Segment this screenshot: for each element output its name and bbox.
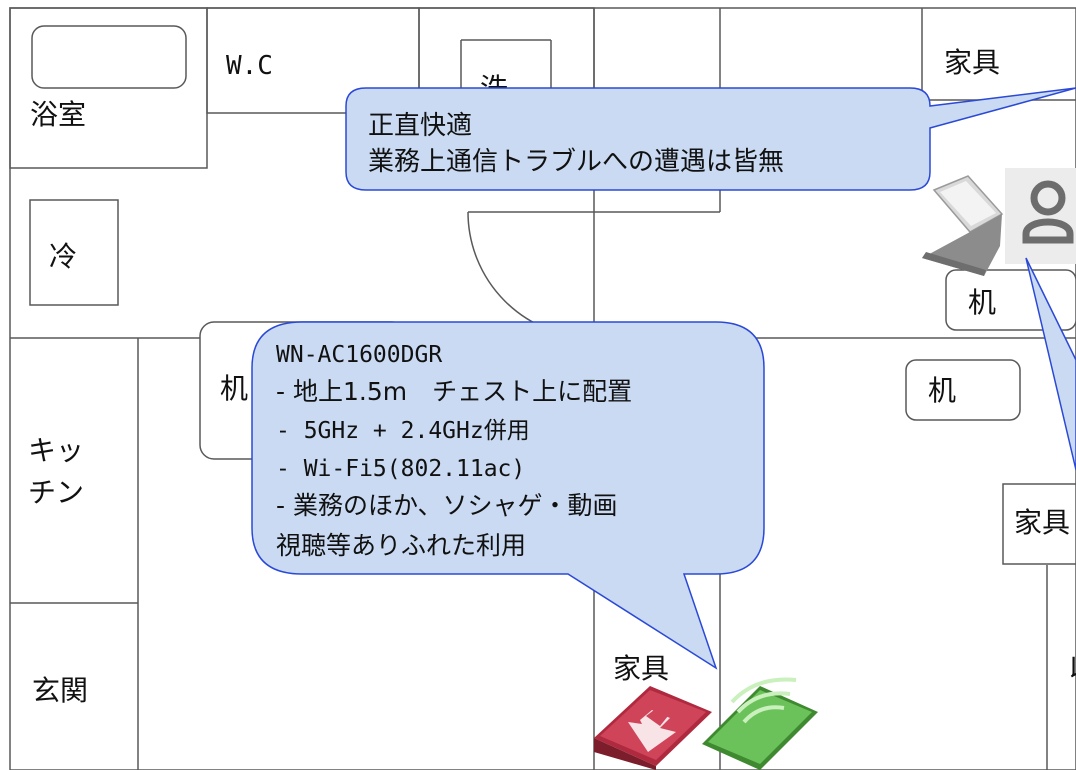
furniture-label-right: 家具	[1014, 506, 1070, 539]
bathtub	[31, 25, 187, 89]
callout-top-line1: 正直快適	[368, 111, 472, 141]
room-label-bath: 浴室	[30, 98, 86, 131]
router-icon	[594, 686, 712, 770]
furniture-right	[1002, 483, 1076, 565]
room-label-partial-right: 以	[1068, 652, 1076, 685]
room-label-wc: W.C	[226, 51, 273, 81]
furniture-label-bottom: 家具	[613, 652, 669, 685]
laptop-icon	[922, 175, 1004, 276]
callout-router-line5: - 業務のほか、ソシャゲ・動画	[276, 491, 617, 520]
callout-router-line1: WN-AC1600DGR	[276, 342, 442, 368]
callout-router-line4: - Wi-Fi5(802.11ac)	[276, 456, 525, 482]
callout-router-line6: 視聴等ありふれた利用	[276, 531, 526, 560]
callout-top: 正直快適 業務上通信トラブルへの遭遇は皆無	[345, 87, 1076, 471]
fridge-box	[29, 199, 119, 306]
callout-router-line3: - 5GHz + 2.4GHz併用	[276, 418, 530, 444]
callout-router-line2: - 地上1.5m チェスト上に配置	[276, 377, 632, 406]
furniture-label-top: 家具	[944, 46, 1000, 79]
room-label-kitchen-2: チン	[28, 476, 84, 509]
desk-middle	[905, 359, 1021, 421]
desk-label-top-right: 机	[968, 286, 996, 319]
room-label-fridge: 冷	[49, 240, 77, 273]
user-icon	[1005, 168, 1076, 264]
desk-label-middle: 机	[928, 374, 956, 407]
callout-router: WN-AC1600DGR - 地上1.5m チェスト上に配置 - 5GHz + …	[251, 321, 765, 670]
room-label-entrance: 玄関	[32, 674, 88, 707]
room-label-kitchen-1: キッ	[28, 434, 84, 467]
callout-top-line2: 業務上通信トラブルへの遭遇は皆無	[368, 147, 784, 177]
wireless-ap-icon	[702, 677, 818, 770]
desk-label-left: 机	[220, 372, 248, 405]
